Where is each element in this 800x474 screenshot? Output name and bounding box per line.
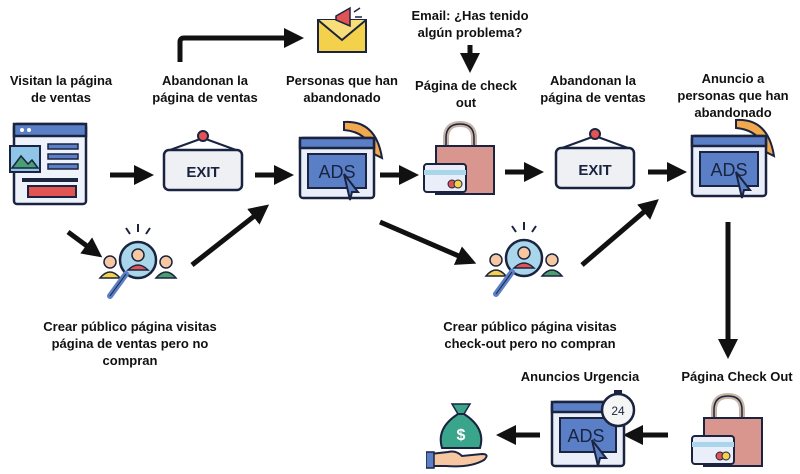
label-checkout-2: Página Check Out — [681, 369, 793, 384]
ads-text-3: ADS — [567, 426, 604, 446]
label-crear-2: Crear público página visitas check-out p… — [443, 319, 617, 351]
audience-search-icon — [98, 224, 178, 299]
arrow-visit-to-audience — [66, 229, 103, 258]
label-email: Email: ¿Has tenido algún problema? — [411, 8, 529, 40]
label-crear-1: Crear público página visitas página de v… — [43, 319, 217, 368]
exit-text: EXIT — [186, 164, 219, 181]
email-megaphone-icon — [317, 6, 367, 53]
checkout-bag-icon — [423, 120, 495, 195]
money-hand-icon: $ — [426, 403, 488, 469]
ads-boomerang-icon-2: ADS — [690, 118, 776, 199]
checkout-bag-icon-2 — [691, 392, 763, 467]
label-personas: Personas que han abandonado — [286, 73, 398, 105]
timer-text: 24 — [611, 404, 625, 418]
label-visitan: Visitan la página de ventas — [9, 73, 113, 105]
arrow-audience2-to-ads2 — [580, 199, 659, 267]
exit-text-2: EXIT — [578, 162, 611, 179]
arrow-ads-to-audience2 — [379, 219, 477, 265]
exit-sign-icon: EXIT — [162, 130, 244, 192]
ads-text: ADS — [318, 162, 355, 182]
svg-text:$: $ — [457, 427, 466, 444]
label-checkout: Página de check out — [415, 78, 517, 110]
arrow-to-email — [177, 28, 304, 62]
label-anuncio: Anuncio a personas que han abandonado — [677, 71, 789, 120]
audience-search-icon-2 — [484, 222, 564, 297]
exit-sign-icon-2: EXIT — [554, 128, 636, 190]
arrow-audience-to-ads — [190, 204, 270, 267]
webpage-icon — [9, 122, 88, 206]
label-abandonan-1: Abandonan la página de ventas — [152, 73, 258, 105]
label-urgencia: Anuncios Urgencia — [520, 369, 640, 384]
label-abandonan-2: Abandonan la página de ventas — [540, 73, 646, 105]
ads-boomerang-icon: ADS — [298, 120, 384, 201]
ads-timer-icon: ADS 24 — [550, 390, 636, 468]
ads-text-2: ADS — [710, 160, 747, 180]
